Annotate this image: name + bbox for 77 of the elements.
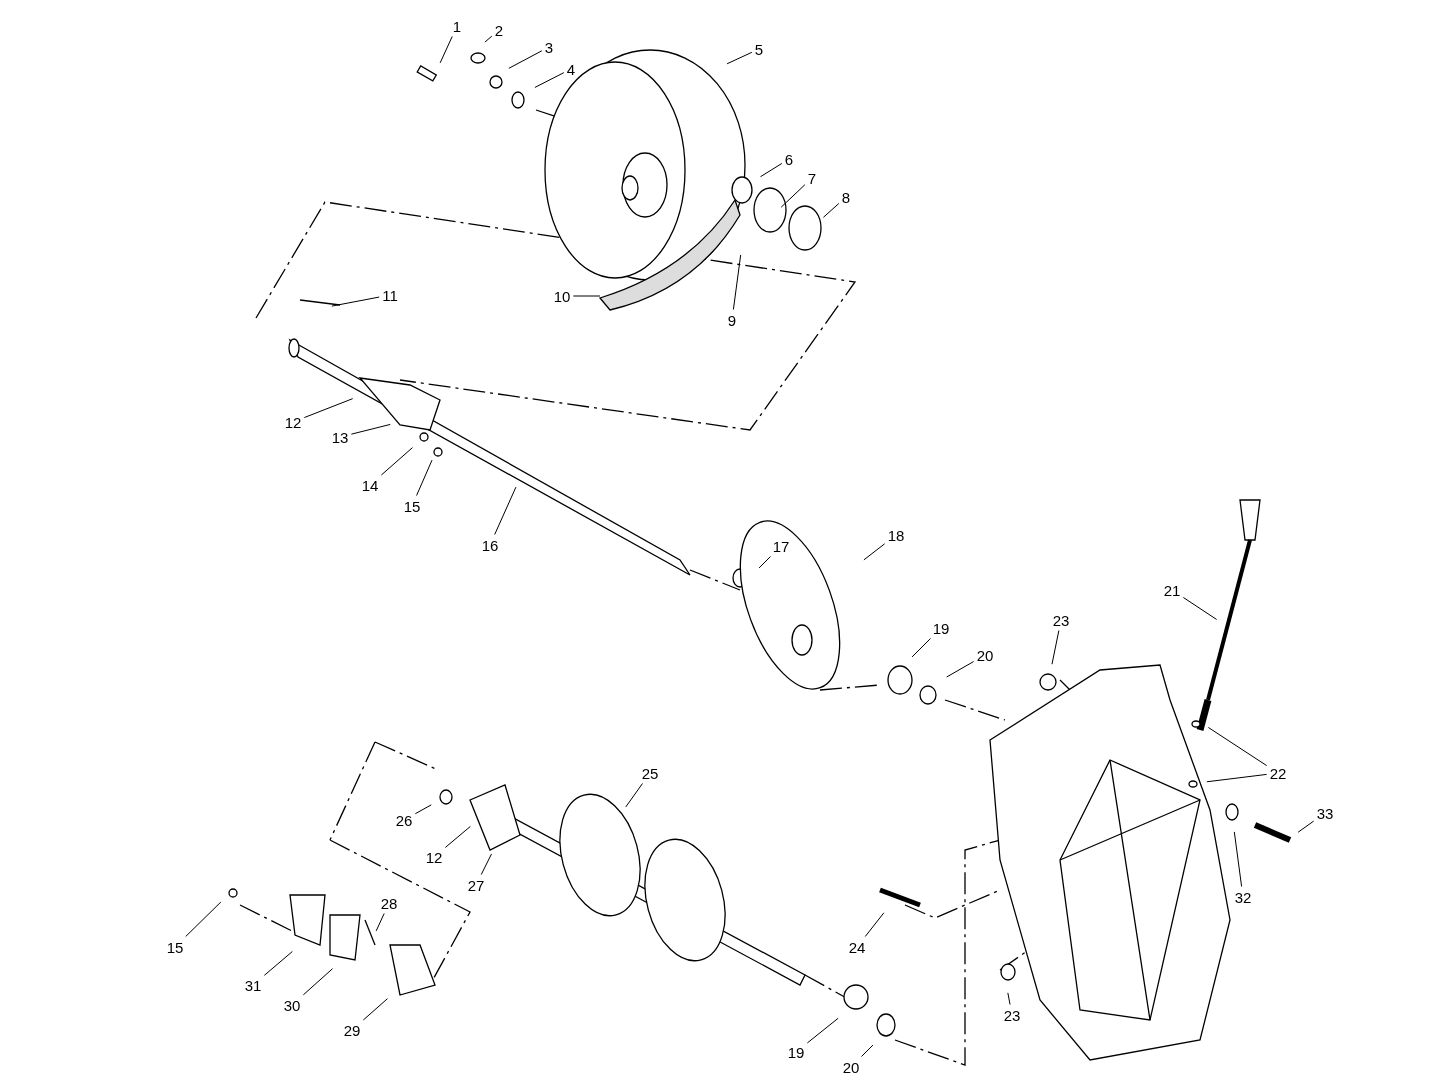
callout-number: 3 (543, 38, 555, 56)
leader-line (911, 638, 931, 658)
leader-line (1182, 597, 1218, 620)
leader-line (822, 202, 840, 218)
callout-number: 24 (847, 938, 867, 956)
leader-line (1051, 630, 1060, 665)
leader-line (362, 998, 388, 1021)
callout-number: 30 (282, 996, 302, 1014)
leader-line (732, 254, 742, 310)
callout-number: 5 (753, 40, 765, 58)
callout-number: 13 (330, 428, 350, 446)
leader-line (263, 951, 293, 976)
callout-number: 33 (1315, 804, 1335, 822)
callout-number: 32 (1233, 888, 1253, 906)
leader-line (863, 543, 886, 561)
leader-line (1206, 773, 1268, 783)
leader-line (758, 556, 771, 569)
callout-number: 28 (379, 894, 399, 912)
leader-line (806, 1017, 839, 1044)
callout-number: 10 (552, 287, 572, 305)
leader-line (861, 1044, 874, 1057)
leader-line (414, 804, 432, 815)
callout-number: 21 (1162, 581, 1182, 599)
callout-number: 20 (841, 1058, 861, 1076)
callout-number: 27 (466, 876, 486, 894)
leader-line (302, 968, 334, 996)
leader-line (380, 447, 413, 476)
callout-number: 31 (243, 976, 263, 994)
leader-line (484, 35, 493, 43)
callout-number: 26 (394, 811, 414, 829)
leader-line (439, 36, 453, 64)
leader-line (1297, 820, 1315, 833)
callout-number: 15 (165, 938, 185, 956)
leader-line (185, 901, 222, 937)
callout-number: 17 (771, 537, 791, 555)
callout-number: 22 (1268, 764, 1288, 782)
callout-number: 7 (806, 169, 818, 187)
leader-line (534, 72, 565, 88)
callout-number: 14 (360, 476, 380, 494)
callout-number: 12 (283, 413, 303, 431)
leader-line (1233, 831, 1243, 887)
leader-line (331, 296, 380, 307)
callout-number: 19 (931, 619, 951, 637)
callout-number: 11 (381, 286, 399, 304)
callout-number: 1 (451, 17, 463, 35)
callout-number: 4 (565, 60, 577, 78)
callout-number: 16 (480, 536, 500, 554)
leader-line (946, 661, 975, 678)
callout-number: 20 (975, 646, 995, 664)
leader-line (864, 912, 885, 937)
callout-number: 6 (783, 150, 795, 168)
leader-line (726, 51, 753, 65)
callout-number: 29 (342, 1021, 362, 1039)
leader-line (508, 50, 543, 69)
leader-line (375, 913, 385, 932)
callout-number: 23 (1051, 611, 1071, 629)
leader-line (1207, 726, 1268, 767)
leader-line (494, 486, 517, 535)
callout-number: 2 (493, 21, 505, 39)
callout-number: 9 (726, 311, 738, 329)
leader-line (303, 398, 354, 419)
callout-number: 18 (886, 526, 906, 544)
callout-number: 8 (840, 188, 852, 206)
callout-number: 19 (786, 1043, 806, 1061)
leader-line (625, 783, 643, 808)
callout-number: 23 (1002, 1006, 1022, 1024)
leader-line (572, 295, 601, 297)
leader-line (780, 184, 806, 208)
leader-line (1007, 992, 1011, 1005)
leader-line (760, 162, 783, 178)
callout-number: 15 (402, 497, 422, 515)
leader-line (480, 853, 493, 875)
callout-number: 25 (640, 764, 660, 782)
callout-number: 12 (424, 848, 444, 866)
leader-line (416, 459, 433, 496)
leader-line (350, 423, 391, 435)
leader-line (444, 825, 471, 848)
